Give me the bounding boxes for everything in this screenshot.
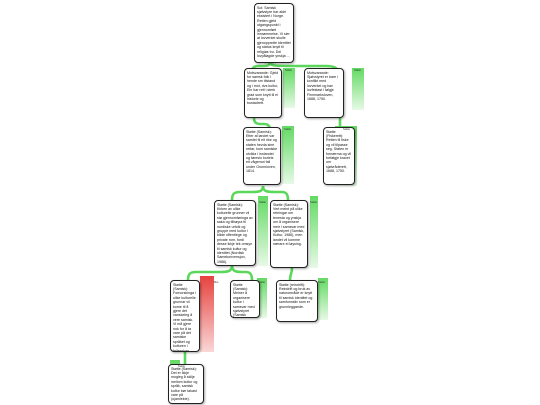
node-level5-left[interactable]: Støtte (Samisk): Det er ikkje mogleg å s…: [168, 364, 204, 404]
node-pro-left-tag: Støtte: [285, 69, 292, 72]
node-level4-right[interactable]: Støtte (reindrift): Reindrift og bruk av…: [276, 280, 318, 322]
node-mid-left[interactable]: Støtte (Samisk): Etter at landet var sam…: [243, 127, 281, 185]
connector-level4: [186, 265, 294, 281]
node-level3-left-tag: Støtte: [259, 201, 266, 204]
support-bar-l4-mid: [257, 278, 267, 318]
node-level4-left-tag: Mot: [214, 281, 219, 284]
node-level4-mid[interactable]: Støtte (Samisk): Meiner å organisere kul…: [230, 280, 260, 318]
node-mid-right-tag: Støtte: [343, 128, 350, 131]
support-bar-mid-left: [282, 126, 294, 184]
oppose-bar-l4-left: [200, 276, 214, 352]
node-mid-right[interactable]: Støtte (Fiskerett): Retten til fiske og …: [323, 127, 355, 185]
node-root-claim[interactable]: Sol: Samisk sjølvstyre har aldri eksiste…: [254, 3, 294, 63]
connector-level3: [230, 185, 290, 201]
support-bar-pro-right: [352, 68, 364, 110]
node-level4-mid-tag: Støtte: [258, 281, 265, 284]
node-pro-right-tag: Støtte: [354, 69, 361, 72]
node-pro-left[interactable]: Motsvarande: Gjeld for samsk folk i hend…: [244, 68, 282, 118]
support-bar-pro-left: [283, 68, 295, 108]
node-pro-right[interactable]: Motsvarande: Sjølvstyret er bare i konfl…: [304, 68, 344, 118]
node-level4-right-tag: Støtte: [318, 281, 325, 284]
node-level3-right[interactable]: Støtte (Samisk): Vert meint på ulike ret…: [270, 200, 308, 268]
support-bar-l3-left: [258, 196, 268, 266]
node-level5-left-tag: Støtte: [178, 365, 185, 368]
support-bar-l4-right: [318, 278, 328, 320]
node-level4-left[interactable]: Støtte (Samisk): Fornorskinga i ulike ku…: [170, 280, 200, 352]
node-level3-right-tag: Støtte: [310, 201, 317, 204]
node-mid-left-tag: Støtte: [284, 128, 291, 131]
support-bar-l3-right: [310, 196, 318, 268]
node-level3-left[interactable]: Støtte (Samisk): Kirken av ulike kulture…: [214, 200, 256, 266]
